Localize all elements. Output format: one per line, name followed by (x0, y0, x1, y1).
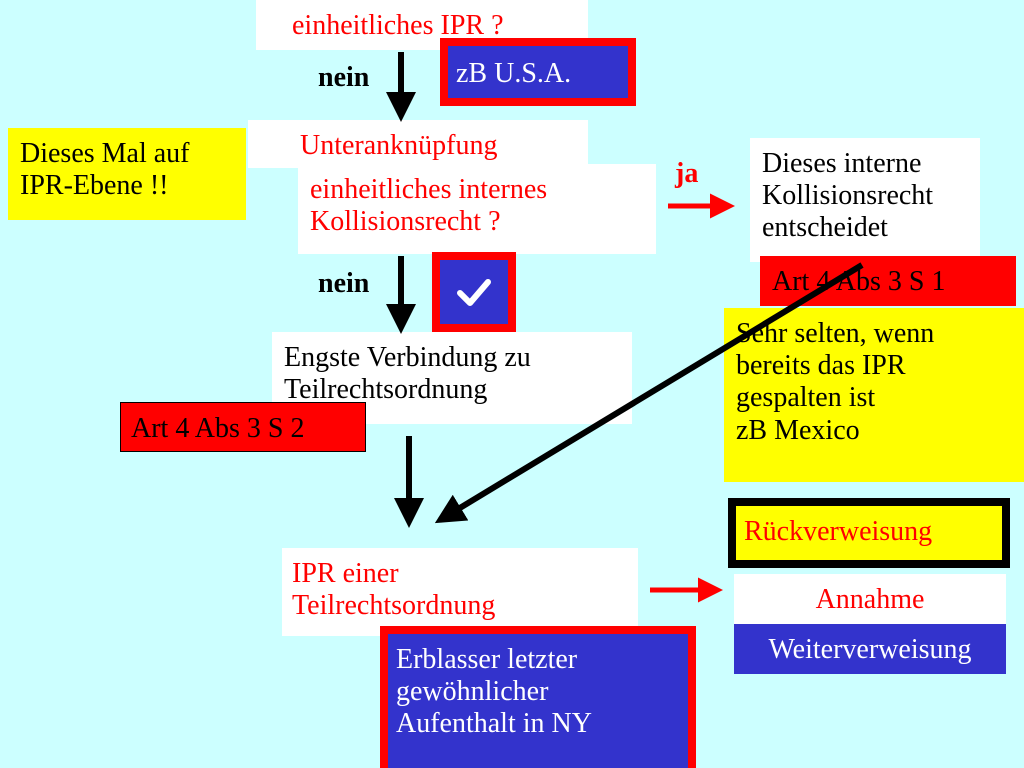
label-nein-2: nein (318, 268, 370, 299)
box-zb-usa: zB U.S.A. (448, 46, 628, 98)
arrow-diagonal (434, 262, 864, 524)
box-sehr-selten-line-3: gespalten ist (736, 382, 876, 414)
box-sehr-selten: Sehr selten, wenn bereits das IPR gespal… (724, 308, 1024, 482)
box-art-4-s1-text: Art 4 Abs 3 S 1 (772, 266, 946, 297)
checkmark-box (440, 260, 508, 324)
box-zb-usa-text: zB U.S.A. (456, 58, 572, 89)
box-rueckverweisung-frame: Rückverweisung (728, 498, 1010, 568)
box-einheitliches-ipr: einheitliches IPR ? (256, 0, 588, 50)
box-unteranknuepfung-text: Unteranknüpfung (300, 130, 498, 161)
box-zb-usa-frame: zB U.S.A. (440, 38, 636, 106)
box-dieses-mal-line-2: IPR-Ebene !! (20, 170, 169, 202)
box-art-4-s2-text: Art 4 Abs 3 S 2 (131, 413, 305, 444)
box-einheitliches-internes-line-2: Kollisionsrecht ? (310, 206, 501, 238)
box-erblasser-line-2: gewöhnlicher (396, 676, 549, 708)
box-erblasser-line-1: Erblasser letzter (396, 644, 578, 675)
box-annahme: Annahme (734, 574, 1006, 624)
box-ipr-einer-line-2: Teilrechtsordnung (292, 590, 496, 622)
box-dieses-interne-line-2: Kollisionsrecht (762, 180, 934, 212)
box-erblasser-line-3: Aufenthalt in NY (396, 708, 592, 740)
box-dieses-interne-line-1: Dieses interne (762, 148, 922, 179)
box-sehr-selten-line-2: bereits das IPR (736, 350, 906, 382)
box-sehr-selten-line-4: zB Mexico (736, 414, 860, 446)
box-einheitliches-internes-line-1: einheitliches internes (310, 174, 548, 205)
box-ipr-einer: IPR einer Teilrechtsordnung (282, 548, 638, 636)
label-nein-1: nein (318, 62, 370, 93)
box-dieses-interne: Dieses interne Kollisionsrecht entscheid… (750, 138, 980, 262)
box-annahme-text: Annahme (815, 584, 925, 615)
box-engste-verbindung-line-1: Engste Verbindung zu (284, 342, 531, 373)
box-engste-verbindung-line-2: Teilrechtsordnung (284, 374, 488, 406)
box-erblasser-frame: Erblasser letzter gewöhnlicher Aufenthal… (380, 626, 696, 768)
box-rueckverweisung-text: Rückverweisung (744, 516, 933, 547)
box-ipr-einer-line-1: IPR einer (292, 558, 399, 589)
label-ja: ja (675, 158, 699, 189)
checkmark-frame (432, 252, 516, 332)
box-art-4-s2: Art 4 Abs 3 S 2 (120, 402, 366, 452)
check-icon (457, 279, 491, 306)
box-weiterverweisung: Weiterverweisung (734, 624, 1006, 674)
box-unteranknuepfung: Unteranknüpfung (248, 120, 588, 168)
box-erblasser: Erblasser letzter gewöhnlicher Aufenthal… (388, 634, 688, 768)
box-dieses-mal-line-1: Dieses Mal auf (20, 138, 190, 169)
box-dieses-mal: Dieses Mal auf IPR-Ebene !! (8, 128, 246, 220)
box-rueckverweisung: Rückverweisung (736, 506, 1002, 560)
box-einheitliches-ipr-text: einheitliches IPR ? (292, 10, 504, 41)
box-dieses-interne-line-3: entscheidet (762, 212, 888, 244)
box-weiterverweisung-text: Weiterverweisung (768, 634, 972, 665)
box-einheitliches-internes: einheitliches internes Kollisionsrecht ? (298, 164, 656, 254)
